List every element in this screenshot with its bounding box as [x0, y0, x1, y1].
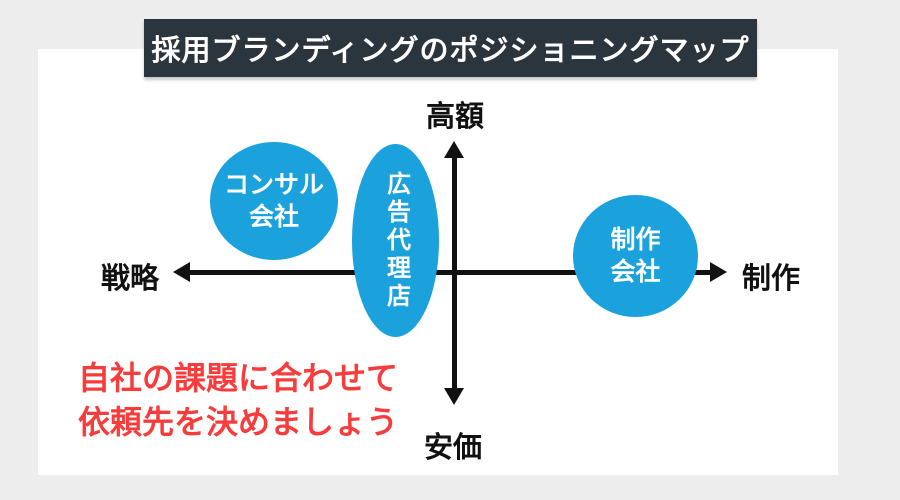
arrow-up-icon — [444, 141, 464, 158]
axis-label-top: 高額 — [425, 101, 485, 133]
annotation-text: 自社の課題に合わせて 依頼先を決めましょう — [78, 356, 398, 444]
bubble-ad-agency-label: 広告代理店 — [382, 170, 410, 311]
bubble-ad-agency: 広告代理店 — [352, 144, 439, 337]
bubble-production-company: 制作 会社 — [573, 195, 698, 317]
annotation-line2: 依頼先を決めましょう — [78, 404, 399, 440]
axis-label-bottom: 安価 — [423, 432, 483, 464]
arrow-right-icon — [710, 262, 727, 282]
bubble-production-label-line2: 会社 — [610, 258, 661, 286]
y-axis-line — [452, 154, 457, 392]
bubble-consulting-company: コンサル 会社 — [210, 142, 338, 260]
title-bar: 採用ブランディングのポジショニングマップ — [144, 19, 757, 77]
bubble-consulting-label-line2: 会社 — [248, 203, 299, 231]
axis-label-right: 制作 — [742, 263, 801, 295]
arrow-left-icon — [173, 262, 190, 282]
annotation-line1: 自社の課題に合わせて — [78, 360, 399, 396]
page-title: 採用ブランディングのポジショニングマップ — [151, 35, 750, 67]
axis-label-left: 戦略 — [101, 263, 160, 295]
arrow-down-icon — [444, 388, 464, 405]
positioning-map-card — [38, 49, 838, 475]
bubble-production-label-line1: 制作 — [610, 226, 661, 254]
bubble-consulting-label-line1: コンサル — [223, 171, 324, 199]
x-axis-line — [186, 270, 714, 275]
